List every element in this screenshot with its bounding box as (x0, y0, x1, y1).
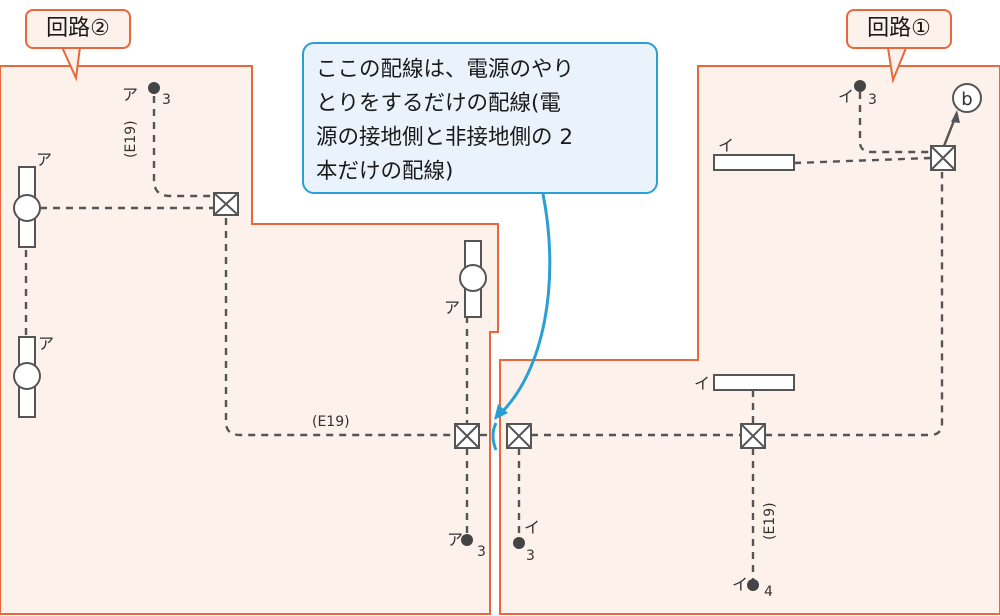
label-a-bottom-num: 3 (477, 544, 486, 560)
label-a-top: ア (122, 85, 138, 104)
circuit1-label-text: 回路① (867, 16, 931, 41)
callout-line-1: ここの配線は、電源のやり (316, 57, 575, 82)
wire-switch-i-top-to-box (858, 92, 931, 154)
callout-line-3: 源の接地側と非接地側の 2 (316, 125, 574, 150)
cable-label-right-vertical: (E19) (762, 502, 778, 540)
label-i-lamp-middle: イ (694, 374, 710, 393)
lamp-left-top (13, 166, 41, 248)
label-a-lamp-left-top: ア (36, 150, 52, 169)
label-i4-num: 4 (764, 584, 773, 600)
callout-box: ここの配線は、電源のやり とりをするだけの配線(電 源の接地側と非接地側の 2 … (302, 42, 658, 194)
callout-arrowhead (494, 404, 508, 420)
junction-box-center-right (506, 423, 532, 449)
label-a-bottom: ア (447, 530, 463, 549)
wire-lamp-i-top-to-box (793, 156, 932, 165)
label-i4: イ (732, 575, 748, 594)
callout-bracket (491, 422, 498, 451)
circuit1-label-pointer (887, 47, 907, 84)
switch-dot-a-top (148, 82, 160, 94)
circuit1-label: 回路① (846, 9, 952, 49)
junction-box-main-right (740, 423, 766, 449)
junction-box-center-left (454, 423, 480, 449)
switch-b-arrow-line (942, 117, 957, 147)
label-i-top-right: イ (838, 87, 854, 106)
lamp-left-bottom (13, 336, 41, 418)
label-a-top-num: 3 (162, 92, 171, 108)
switch-b-label: b (961, 89, 972, 110)
label-a-lamp-center: ア (444, 298, 460, 317)
switch-dot-i-bottom-left (513, 537, 525, 549)
switch-dot-i4 (747, 579, 759, 591)
wire-main-to-top-junction (765, 172, 944, 437)
switch-dot-a-bottom (461, 534, 473, 546)
cable-label-left-vertical: (E19) (123, 120, 139, 158)
room-left-outline (0, 65, 499, 615)
cable-label-center-horizontal: (E19) (312, 414, 350, 430)
switch-b-circle (952, 83, 982, 113)
wire-box-to-junction-e19 (224, 218, 454, 437)
label-i-top-right-num: 3 (868, 92, 877, 108)
label-i-bottom-left: イ (524, 518, 540, 537)
circuit2-label-pointer (61, 46, 81, 82)
switch-dot-i-top-right (854, 80, 866, 92)
junction-box-top-right (930, 145, 956, 171)
circuit2-label-text: 回路② (46, 16, 110, 41)
lamp-i-top (713, 154, 795, 171)
callout-line-2: とりをするだけの配線(電 (316, 91, 561, 116)
wire-switch-a-top-to-box (152, 96, 214, 198)
junction-box-upper-left (213, 192, 239, 216)
label-a-lamp-left-bottom: ア (38, 334, 54, 353)
callout-arrow (498, 193, 552, 416)
label-i-bottom-left-num: 3 (526, 548, 535, 564)
callout-line-4: 本だけの配線) (316, 159, 454, 184)
label-i-lamp-top: イ (718, 136, 734, 155)
circuit2-label: 回路② (25, 9, 131, 49)
room-right-outline (499, 65, 1000, 615)
wires (24, 92, 944, 580)
lamp-center (459, 240, 487, 318)
lamp-i-middle (713, 374, 795, 391)
switch-b-arrowhead (951, 110, 960, 123)
